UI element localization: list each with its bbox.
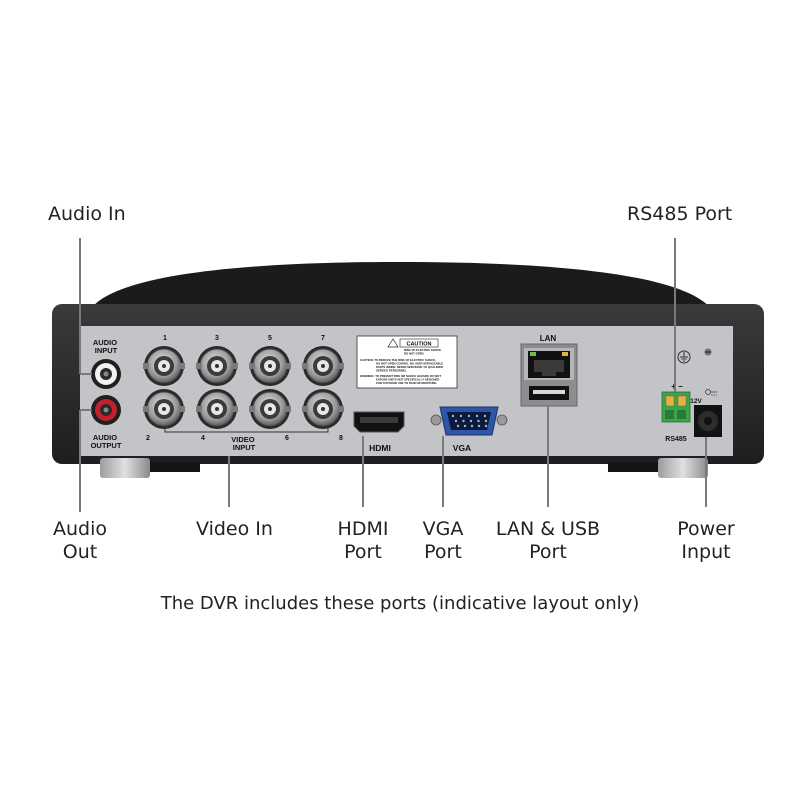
leader-lines (79, 238, 707, 512)
callout-power-input: Power Input (664, 518, 748, 564)
channel-label-3: 3 (215, 335, 219, 342)
bnc-connector-5[interactable] (249, 346, 291, 386)
bnc-connector-3[interactable] (196, 346, 238, 386)
usb-port[interactable] (529, 386, 569, 400)
lan-port[interactable] (528, 351, 570, 378)
bnc-connector-1[interactable] (143, 346, 185, 386)
channel-label-2: 2 (146, 435, 150, 442)
callout-power-line1: Power (677, 518, 735, 540)
audio-output-label: AUDIO OUTPUT (91, 433, 122, 450)
bnc-connector-7[interactable] (302, 346, 344, 386)
callout-vga-port: VGA Port (403, 518, 483, 564)
callout-audio-out-line2: Out (62, 541, 98, 563)
bnc-connector-4[interactable] (196, 389, 238, 429)
vga-label: VGA (453, 443, 471, 453)
vga-port[interactable] (430, 406, 508, 436)
callout-vga-line1: VGA (422, 518, 464, 540)
callout-audio-out: Audio Out (45, 518, 115, 564)
channel-label-4: 4 (201, 435, 205, 442)
channel-label-8: 8 (339, 435, 343, 442)
callout-hdmi-line1: HDMI (337, 518, 389, 540)
channel-label-6: 6 (285, 435, 289, 442)
bnc-connector-8[interactable] (302, 389, 344, 429)
rs485-label: RS485 (665, 436, 687, 443)
callout-lan-usb-port: LAN & USB Port (488, 518, 608, 564)
channel-label-7: 7 (321, 335, 325, 342)
power-voltage-label: 12V (690, 398, 702, 405)
callout-video-in: Video In (196, 518, 273, 540)
audio-input-jack[interactable] (91, 359, 121, 389)
diagram-caption: The DVR includes these ports (indicative… (160, 593, 640, 614)
callout-lan-usb-line2: Port (529, 541, 567, 563)
right-foot-pad (608, 462, 658, 472)
left-foot (100, 458, 150, 478)
rs485-terminal[interactable] (661, 391, 691, 423)
callout-hdmi-port: HDMI Port (323, 518, 403, 564)
channel-label-1: 1 (163, 335, 167, 342)
lan-label: LAN (540, 334, 557, 343)
video-input-grid (143, 346, 344, 429)
callout-vga-line2: Port (424, 541, 462, 563)
video-input-label: VIDEO INPUT (231, 435, 256, 452)
power-polarity-icon (705, 389, 717, 396)
power-jack[interactable] (694, 405, 722, 437)
dvr-top-cover (90, 262, 712, 310)
bnc-connector-2[interactable] (143, 389, 185, 429)
svg-text:RISK OF ELECTRIC SHOCK D: RISK OF ELECTRIC SHOCK DO NOT OPEN CAUTI… (360, 348, 444, 385)
video-input-bracket (164, 427, 329, 433)
ground-icon (677, 350, 691, 364)
audio-input-label: AUDIO INPUT (93, 338, 119, 355)
channel-label-5: 5 (268, 335, 272, 342)
rs485-polarity-label: + − (671, 382, 683, 391)
caution-label: CAUTION RISK OF ELECTRIC SHOCK DO NOT OP… (356, 335, 458, 389)
hdmi-label: HDMI (369, 443, 391, 453)
callout-hdmi-line2: Port (344, 541, 382, 563)
svg-text:CAUTION: CAUTION (406, 342, 431, 348)
callout-lan-usb-line1: LAN & USB (495, 518, 601, 540)
right-foot (658, 458, 708, 478)
audio-output-jack[interactable] (91, 395, 121, 425)
callout-audio-out-line1: Audio (52, 518, 107, 540)
screw-icon (704, 348, 712, 356)
callout-power-line2: Input (681, 541, 731, 563)
hdmi-port[interactable] (353, 411, 405, 433)
callout-audio-in: Audio In (48, 203, 126, 225)
callout-rs485-port: RS485 Port (627, 203, 733, 225)
left-foot-pad (150, 462, 200, 472)
bnc-connector-6[interactable] (249, 389, 291, 429)
